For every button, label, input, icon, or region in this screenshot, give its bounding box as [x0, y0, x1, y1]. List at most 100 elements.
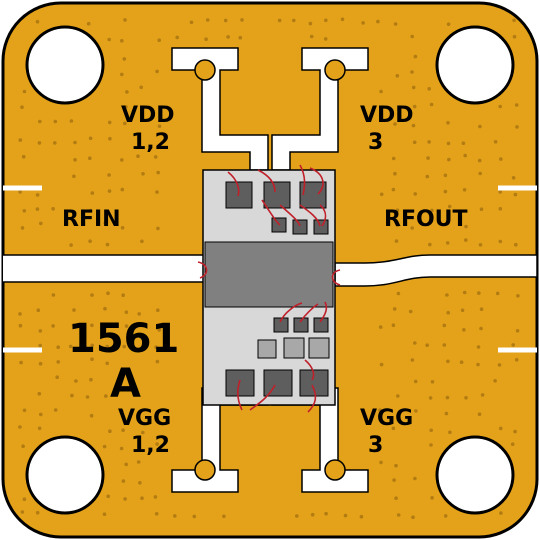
via-dot [391, 187, 396, 192]
via-dot [413, 341, 417, 345]
via-dot [446, 141, 451, 146]
via-dot [442, 343, 447, 347]
via-dot [86, 21, 91, 26]
via-dot [140, 496, 144, 501]
via-dot [391, 426, 396, 431]
via-dot [120, 158, 124, 162]
via-dot [173, 514, 177, 518]
via-dot [107, 189, 112, 193]
via-dot [18, 323, 23, 328]
via-dot [68, 344, 73, 349]
via-dot [412, 104, 417, 109]
via-dot [514, 358, 519, 362]
via-dot [240, 18, 244, 22]
via-dot [56, 360, 60, 364]
via-dot [498, 104, 503, 109]
via-dot [89, 413, 94, 418]
via-dot [446, 310, 451, 315]
via-dot [53, 141, 57, 145]
rfin-trace [3, 254, 203, 283]
vdd12-label-line1: VDD [121, 103, 175, 128]
via-dot [410, 226, 415, 230]
via-dot [428, 396, 433, 400]
via-dot [396, 513, 401, 517]
rfin-label: RFIN [62, 207, 121, 232]
via-dot [413, 54, 418, 59]
via-dot [88, 136, 93, 141]
rfout-trace [334, 254, 538, 287]
vdd12-label-line2: 1,2 [131, 130, 170, 155]
via-dot [102, 327, 107, 331]
via-dot [413, 476, 417, 481]
via-dot [396, 394, 400, 398]
via-dot [411, 515, 415, 519]
via-dot [124, 324, 129, 328]
via-dot [478, 124, 482, 129]
mmic-die [202, 169, 336, 406]
via-dot [479, 207, 484, 211]
via-dot [103, 221, 107, 225]
via-dot [426, 156, 430, 160]
via-dot [226, 35, 230, 39]
via-dot [156, 308, 160, 313]
bond-wire [227, 171, 240, 197]
via-dot [463, 153, 468, 158]
via-dot [204, 37, 208, 41]
via-dot [292, 18, 296, 23]
capacitor-pad [283, 337, 305, 359]
via-dot [22, 209, 27, 213]
via-dot [394, 496, 398, 501]
via-dot [119, 446, 124, 451]
via-dot [120, 409, 124, 414]
via-dot [425, 174, 430, 179]
via-dot [141, 106, 146, 110]
bond-pad [263, 181, 291, 209]
via-dot [464, 396, 468, 400]
via-dot [123, 121, 127, 126]
bond-wires [197, 164, 341, 413]
via-dot [88, 208, 93, 213]
via-dot [90, 323, 94, 328]
via-dot [411, 85, 416, 90]
via-dot [429, 443, 433, 447]
via-dot [137, 312, 141, 316]
mounting-hole-top-left [25, 25, 105, 105]
mounting-hole-top-right [435, 25, 515, 105]
via-dot [514, 103, 519, 107]
via-dot [379, 362, 384, 367]
via-dot [495, 291, 500, 296]
via-dot [479, 326, 483, 331]
via-dot [107, 173, 111, 177]
via-dot [35, 193, 40, 197]
via-dot [493, 379, 497, 383]
via-dot [125, 90, 129, 94]
via-dot [324, 18, 328, 23]
via-dot [122, 57, 127, 61]
via-dot [497, 363, 502, 367]
via-dot [343, 513, 348, 518]
via-dot [157, 38, 161, 42]
via-dot [498, 207, 503, 211]
bond-pad [225, 369, 255, 397]
via-dot [88, 156, 92, 160]
via-dot [73, 140, 77, 145]
via-dot [154, 345, 158, 350]
via-dot [22, 497, 27, 502]
via-dot [69, 119, 74, 123]
via-dot [391, 323, 396, 328]
via-dot [515, 125, 519, 129]
via-dot [103, 306, 107, 311]
via-dot [136, 154, 140, 158]
via-dot [153, 495, 158, 499]
via-dot [478, 243, 483, 247]
via-dot [393, 171, 397, 176]
via-dot [141, 430, 145, 435]
via-dot [498, 239, 503, 244]
bond-wire [299, 303, 319, 323]
via-dot [460, 308, 465, 313]
bond-wire [299, 164, 306, 196]
via-dot [359, 514, 364, 519]
via-dot [514, 242, 518, 247]
bond-pad [293, 317, 309, 333]
via-dot [108, 429, 112, 434]
